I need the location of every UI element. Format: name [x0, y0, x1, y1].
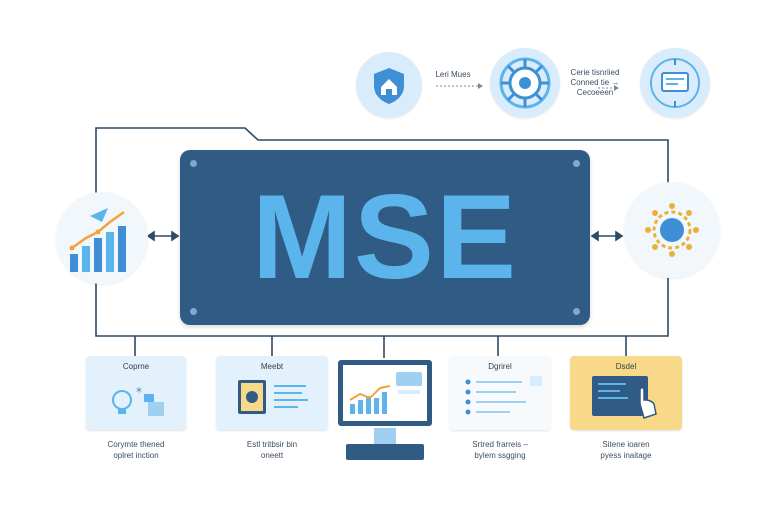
- svg-text:*: *: [136, 385, 142, 399]
- mse-panel: MSE: [180, 150, 590, 325]
- card-2-caption-1: Estl tritbsir bin: [246, 440, 298, 449]
- top-label-2-line1: Cerie tisnriied: [570, 68, 620, 77]
- card-5: Dsdel: [570, 356, 682, 430]
- left-arrowhead-b: [171, 230, 180, 242]
- left-node-growth: [56, 192, 148, 284]
- top-node-security: [356, 52, 422, 118]
- gear-wheel-icon: [499, 57, 551, 109]
- lightbulb-idea-icon: *: [112, 385, 164, 416]
- shield-home-icon: [374, 68, 404, 104]
- bottom-connector: [95, 272, 669, 337]
- right-arrowhead-b: [615, 230, 624, 242]
- card-1-title: Coprne: [122, 362, 150, 371]
- right-node-sun: [624, 182, 720, 278]
- card-4-title: Dgrirel: [488, 362, 512, 371]
- growth-chart-icon: [69, 208, 126, 272]
- panel-dot-tr: [573, 160, 580, 167]
- top-node-gear: [490, 48, 560, 118]
- right-arrowhead-a: [590, 230, 599, 242]
- card-5-title: Dsdel: [615, 362, 637, 371]
- card-4: Dgrirel: [450, 356, 550, 430]
- monitor-target-icon: [650, 58, 700, 108]
- top-label-2-line3: Cecoeeen: [576, 88, 614, 97]
- top-connector: [95, 127, 669, 228]
- card-1-caption-1: Corymte thened: [107, 440, 165, 449]
- card-3-monitor: [336, 358, 434, 462]
- desktop-monitor-icon: [338, 360, 432, 460]
- panel-dot-tl: [190, 160, 197, 167]
- document-list-icon: [238, 380, 308, 414]
- top-node-monitor: [640, 48, 710, 118]
- card-1: Coprne *: [86, 356, 186, 430]
- checklist-icon: [465, 376, 542, 415]
- card-5-caption-2: pyess inaitage: [600, 451, 652, 460]
- card-1-caption-2: oplret inction: [113, 451, 159, 460]
- top-dash-head-2: [614, 85, 619, 91]
- card-2-caption-2: oneett: [260, 451, 284, 460]
- panel-dot-br: [573, 308, 580, 315]
- top-label-2-line2: Conned tie →: [570, 78, 620, 87]
- top-label-1: Leri Mues: [435, 70, 471, 79]
- card-2-title: Meebt: [260, 362, 284, 371]
- top-dash-head-1: [478, 83, 483, 89]
- sun-gear-icon: [645, 203, 699, 257]
- card-5-caption-1: Sitene ioaren: [602, 440, 650, 449]
- card-4-caption-1: Srtred frarreis –: [472, 440, 528, 449]
- panel-dot-bl: [190, 308, 197, 315]
- page-title: MSE: [251, 170, 519, 304]
- card-2: Meebt: [216, 356, 328, 430]
- left-arrowhead-a: [146, 230, 155, 242]
- tablet-touch-icon: [592, 376, 657, 419]
- card-4-caption-2: bylem ssgging: [474, 451, 526, 460]
